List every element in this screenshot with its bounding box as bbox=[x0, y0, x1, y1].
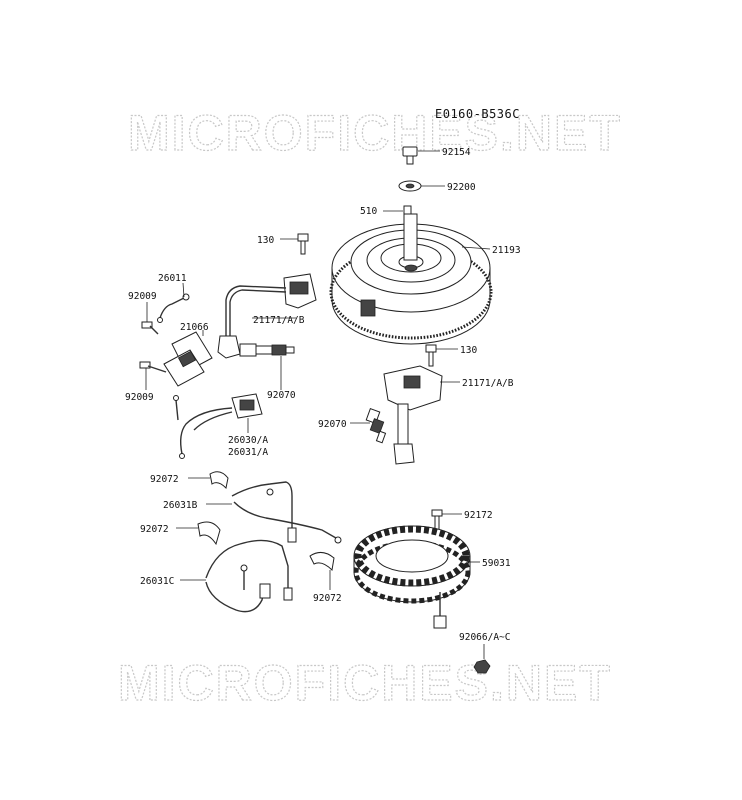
label-92070-right: 92070 bbox=[318, 419, 347, 430]
harness-26030 bbox=[173, 393, 263, 459]
stator-59031 bbox=[353, 525, 480, 629]
watermark-top: MICROFICHES.NET bbox=[128, 105, 622, 161]
flywheel-21193 bbox=[329, 213, 493, 345]
label-92154: 92154 bbox=[442, 147, 471, 158]
wire-26011 bbox=[157, 282, 190, 323]
label-26011: 26011 bbox=[158, 273, 187, 284]
label-26030: 26030/A bbox=[228, 435, 268, 446]
label-92072-mid: 92072 bbox=[140, 524, 169, 535]
label-21171-left: 21171/A/B bbox=[253, 315, 305, 326]
label-130-top: 130 bbox=[257, 235, 274, 246]
screw-92009-bottom bbox=[139, 361, 167, 390]
spark-plug-92070-left bbox=[239, 343, 295, 390]
label-130-mid: 130 bbox=[460, 345, 477, 356]
ignition-module-21066 bbox=[163, 330, 213, 387]
label-92172: 92172 bbox=[464, 510, 493, 521]
label-92066: 92066/A~C bbox=[459, 632, 510, 643]
diagram-code: E0160-B536C bbox=[435, 107, 520, 121]
spark-plug-92070-right bbox=[350, 408, 387, 444]
clamp-92072-bottom bbox=[309, 552, 335, 590]
watermark-bottom: MICROFICHES.NET bbox=[118, 655, 612, 711]
bolt-92154 bbox=[402, 146, 440, 165]
harness-26031c bbox=[180, 539, 293, 613]
label-92200: 92200 bbox=[447, 182, 476, 193]
screw-92009-top bbox=[141, 302, 159, 335]
label-92009-top: 92009 bbox=[128, 291, 157, 302]
label-21066: 21066 bbox=[180, 322, 209, 333]
screw-92172 bbox=[431, 509, 462, 531]
label-21193: 21193 bbox=[492, 245, 521, 256]
ignition-coil-21171-left bbox=[217, 273, 317, 359]
bolt-130-mid bbox=[425, 344, 458, 367]
washer-92200 bbox=[398, 180, 445, 192]
clamp-92072-mid bbox=[176, 521, 221, 546]
label-92072-top: 92072 bbox=[150, 474, 179, 485]
label-21171-right: 21171/A/B bbox=[462, 378, 514, 389]
label-92070-left: 92070 bbox=[267, 390, 296, 401]
label-26031: 26031/A bbox=[228, 447, 268, 458]
label-510: 510 bbox=[360, 206, 377, 217]
clamp-92072-top bbox=[188, 471, 229, 490]
nut-92066 bbox=[473, 644, 491, 674]
label-26031b: 26031B bbox=[163, 500, 198, 511]
label-26031c: 26031C bbox=[140, 576, 174, 587]
harness-26031b bbox=[206, 481, 342, 544]
label-92072-bottom: 92072 bbox=[313, 593, 342, 604]
ignition-coil-21171-right bbox=[383, 365, 460, 465]
label-92009-bottom: 92009 bbox=[125, 392, 154, 403]
bolt-130-top bbox=[280, 233, 309, 255]
label-59031: 59031 bbox=[482, 558, 511, 569]
